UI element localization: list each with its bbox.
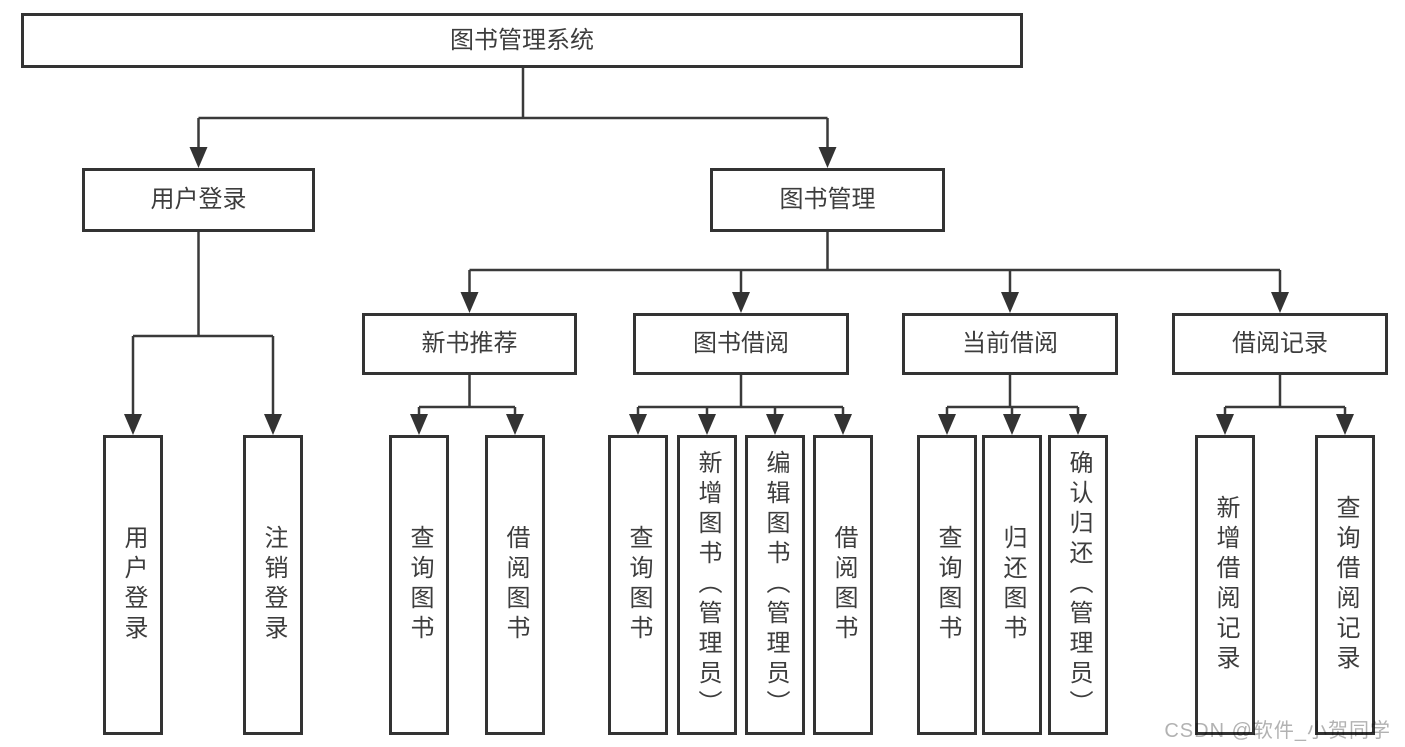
- node-label: 借阅记录: [1232, 330, 1328, 357]
- node-label: 新增图书（管理员）: [694, 450, 721, 720]
- node-label: 查询图书: [406, 525, 433, 645]
- node-label: 借阅图书: [502, 525, 529, 645]
- node-current-borrowing: 当前借阅: [902, 313, 1118, 375]
- node-book-management: 图书管理: [710, 168, 945, 232]
- arrow-down-icon: [460, 292, 479, 313]
- node-book-borrowing: 图书借阅: [633, 313, 849, 375]
- csdn-watermark: CSDN @软件_小贺同学: [1164, 720, 1391, 742]
- arrow-down-icon: [766, 414, 784, 435]
- node-label: 新书推荐: [421, 330, 518, 357]
- arrow-down-icon: [506, 414, 524, 435]
- arrow-down-icon: [732, 292, 750, 313]
- arrow-down-icon: [264, 414, 282, 435]
- node-label: 确认归还（管理员）: [1065, 450, 1092, 720]
- node-label: 当前借阅: [962, 330, 1058, 357]
- node-label: 注销登录: [260, 525, 287, 645]
- arrow-down-icon: [1271, 292, 1289, 313]
- arrowheads: [124, 147, 1354, 435]
- node-query-borrow-record: 查询借阅记录: [1315, 435, 1375, 735]
- arrow-down-icon: [1216, 414, 1234, 435]
- node-label: 编辑图书（管理员）: [762, 450, 789, 720]
- node-label: 图书借阅: [693, 330, 789, 357]
- node-label: 用户登录: [120, 525, 147, 645]
- node-borrow-books-1: 借阅图书: [485, 435, 545, 735]
- node-query-books-2: 查询图书: [608, 435, 668, 735]
- arrow-down-icon: [189, 147, 208, 168]
- arrow-down-icon: [834, 414, 852, 435]
- node-label: 归还图书: [999, 525, 1026, 645]
- node-borrowing-records: 借阅记录: [1172, 313, 1388, 375]
- node-label: 用户登录: [150, 186, 247, 213]
- node-label: 借阅图书: [830, 525, 857, 645]
- arrow-down-icon: [410, 414, 428, 435]
- arrow-down-icon: [629, 414, 647, 435]
- node-add-book-admin: 新增图书（管理员）: [677, 435, 737, 735]
- arrow-down-icon: [698, 414, 716, 435]
- node-logout: 注销登录: [243, 435, 303, 735]
- node-label: 查询图书: [625, 525, 652, 645]
- arrow-down-icon: [938, 414, 956, 435]
- connector-lines: [131, 68, 1347, 418]
- node-return-books: 归还图书: [982, 435, 1042, 735]
- node-user-login-leaf: 用户登录: [103, 435, 163, 735]
- node-library-management-system: 图书管理系统: [21, 13, 1023, 68]
- arrow-down-icon: [1001, 292, 1019, 313]
- node-query-books-3: 查询图书: [917, 435, 977, 735]
- node-add-borrow-record: 新增借阅记录: [1195, 435, 1255, 735]
- node-label: 图书管理: [779, 186, 876, 213]
- node-query-books-1: 查询图书: [389, 435, 449, 735]
- node-new-book-recommend: 新书推荐: [362, 313, 577, 375]
- node-user-login: 用户登录: [82, 168, 315, 232]
- node-label: 新增借阅记录: [1212, 495, 1239, 675]
- arrow-down-icon: [1336, 414, 1354, 435]
- arrow-down-icon: [1069, 414, 1087, 435]
- arrow-down-icon: [1003, 414, 1021, 435]
- arrow-down-icon: [818, 147, 837, 168]
- node-label: 查询借阅记录: [1332, 495, 1359, 675]
- node-edit-book-admin: 编辑图书（管理员）: [745, 435, 805, 735]
- node-label: 查询图书: [934, 525, 961, 645]
- arrow-down-icon: [124, 414, 142, 435]
- node-confirm-return-admin: 确认归还（管理员）: [1048, 435, 1108, 735]
- node-label: 图书管理系统: [450, 26, 594, 54]
- node-borrow-books-2: 借阅图书: [813, 435, 873, 735]
